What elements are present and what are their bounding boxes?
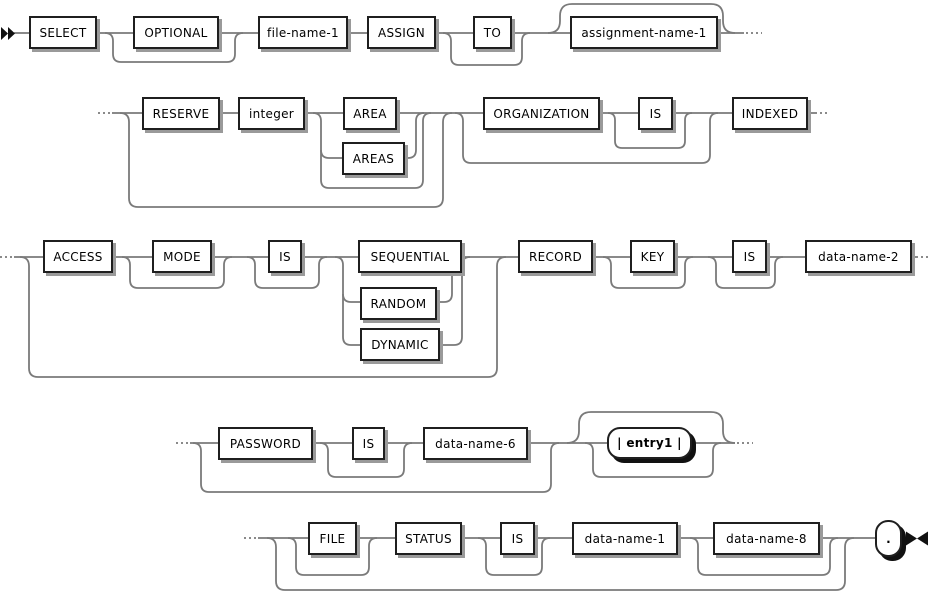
node-assign: ASSIGN [367, 16, 436, 49]
node-random: RANDOM [360, 287, 437, 320]
end-arrow-icon [906, 531, 928, 546]
node-entry1: | entry1 | [607, 427, 692, 459]
node-is-4: IS [352, 427, 385, 460]
node-file-name-1: file-name-1 [258, 16, 348, 49]
start-arrow-icon [1, 27, 15, 40]
node-file: FILE [308, 522, 357, 555]
node-sequential: SEQUENTIAL [358, 240, 462, 273]
node-indexed: INDEXED [732, 97, 808, 130]
node-select: SELECT [29, 16, 97, 49]
node-data-name-8: data-name-8 [713, 522, 820, 555]
node-integer: integer [238, 97, 305, 130]
node-reserve: RESERVE [142, 97, 220, 130]
node-is-3: IS [732, 240, 767, 273]
node-status: STATUS [395, 522, 462, 555]
node-assignment-name-1: assignment-name-1 [570, 16, 718, 49]
node-access: ACCESS [43, 240, 113, 273]
node-area: AREA [343, 97, 397, 130]
main-lines [14, 3, 916, 591]
node-optional: OPTIONAL [133, 16, 219, 49]
node-is-1: IS [638, 97, 673, 130]
node-areas: AREAS [342, 142, 405, 175]
node-is-5: IS [500, 522, 535, 555]
node-period-terminator: . [875, 520, 902, 557]
node-data-name-1: data-name-1 [572, 522, 678, 555]
node-password: PASSWORD [218, 427, 313, 460]
node-dynamic: DYNAMIC [360, 328, 440, 361]
node-mode: MODE [152, 240, 212, 273]
continuation-dots [0, 32, 930, 539]
node-to: TO [473, 16, 512, 49]
node-key: KEY [630, 240, 675, 273]
node-record: RECORD [518, 240, 593, 273]
node-data-name-6: data-name-6 [423, 427, 528, 460]
node-data-name-2: data-name-2 [805, 240, 912, 273]
node-is-2: IS [268, 240, 302, 273]
node-organization: ORGANIZATION [483, 97, 600, 130]
